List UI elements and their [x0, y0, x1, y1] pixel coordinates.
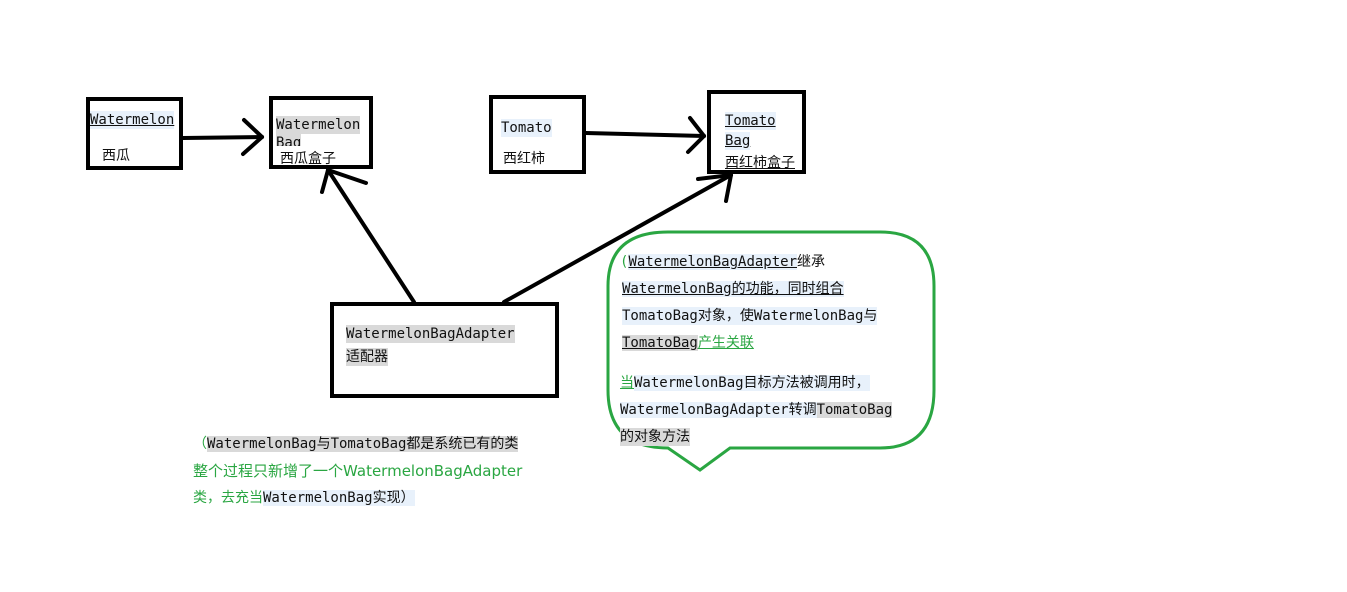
- note-serve-as: 类，去充当: [193, 490, 263, 506]
- node-watermelon-bag-zh: 西瓜盒子: [280, 151, 336, 167]
- callout-tomatobag: TomatoBag: [622, 335, 698, 351]
- arrow-adapter-to-watermelon-bag: [320, 168, 416, 304]
- node-tomato-bag-en1: Tomato: [725, 112, 776, 130]
- node-adapter-en: WatermelonBagAdapter: [346, 325, 515, 343]
- node-adapter[interactable]: WatermelonBagAdapter 适配器: [330, 302, 559, 398]
- node-tomato-bag-en2: Bag: [725, 132, 751, 150]
- node-tomato-bag[interactable]: Tomato Bag 西红柿盒子: [707, 90, 806, 174]
- note-line2: 整个过程只新增了一个WatermelonBagAdapter: [193, 462, 523, 480]
- callout-p2-line1: 当WatermelonBag目标方法被调用时，: [620, 374, 870, 392]
- callout-p1-line4: TomatoBag产生关联: [622, 334, 754, 352]
- callout-watermelonbag: WatermelonBag: [622, 281, 732, 297]
- node-tomato-zh: 西红柿: [503, 151, 545, 167]
- callout-inherit: 继承: [797, 254, 826, 270]
- note-line1: （WatermelonBag与TomatoBag都是系统已有的类: [193, 435, 519, 453]
- node-watermelon-bag-en1: Watermelon: [276, 116, 361, 134]
- node-tomato-bag-zh: 西红柿盒子: [725, 155, 795, 171]
- arrow-adapter-to-tomato-bag: [502, 173, 733, 304]
- node-adapter-zh: 适配器: [346, 348, 388, 366]
- callout-p1-line1: (WatermelonBagAdapter继承: [620, 253, 825, 271]
- node-watermelon-bag[interactable]: Watermelon Bag 西瓜盒子: [269, 96, 373, 169]
- callout-p1-line2: WatermelonBag的功能，同时组合: [622, 280, 844, 298]
- node-tomato-en: Tomato: [501, 119, 552, 137]
- arrow-tomato-to-bag: [584, 116, 706, 154]
- callout-target-called: WatermelonBag目标方法被调用时，: [634, 375, 870, 391]
- note-implementation: WatermelonBag实现）: [263, 490, 415, 506]
- node-watermelon-zh: 西瓜: [102, 148, 130, 164]
- callout-open-paren: (: [620, 254, 629, 270]
- callout-p2-line3: 的对象方法: [620, 428, 690, 446]
- callout-tomatobag-2: TomatoBag: [816, 402, 893, 418]
- callout-p1-line3: TomatoBag对象，使WatermelonBag与: [622, 307, 878, 325]
- callout-function: 的功能，同时组合: [731, 281, 844, 297]
- arrow-watermelon-to-bag: [181, 118, 264, 156]
- note-open-paren: （: [193, 436, 207, 452]
- callout-when: 当: [620, 375, 634, 391]
- callout-adapter-name: WatermelonBagAdapter: [628, 254, 798, 270]
- callout-relation: 产生关联: [697, 335, 754, 351]
- callout-adapter-forward: WatermelonBagAdapter转调: [620, 402, 817, 418]
- node-watermelon-en: Watermelon: [90, 111, 175, 129]
- node-tomato[interactable]: Tomato 西红柿: [489, 95, 586, 174]
- callout-p2-line2: WatermelonBagAdapter转调TomatoBag: [620, 401, 893, 419]
- note-line3: 类，去充当WatermelonBag实现）: [193, 489, 415, 507]
- node-watermelon[interactable]: Watermelon 西瓜: [86, 97, 183, 170]
- note-existing-classes: WatermelonBag与TomatoBag都是系统已有的类: [207, 436, 519, 452]
- node-watermelon-bag-en2: Bag: [276, 134, 302, 146]
